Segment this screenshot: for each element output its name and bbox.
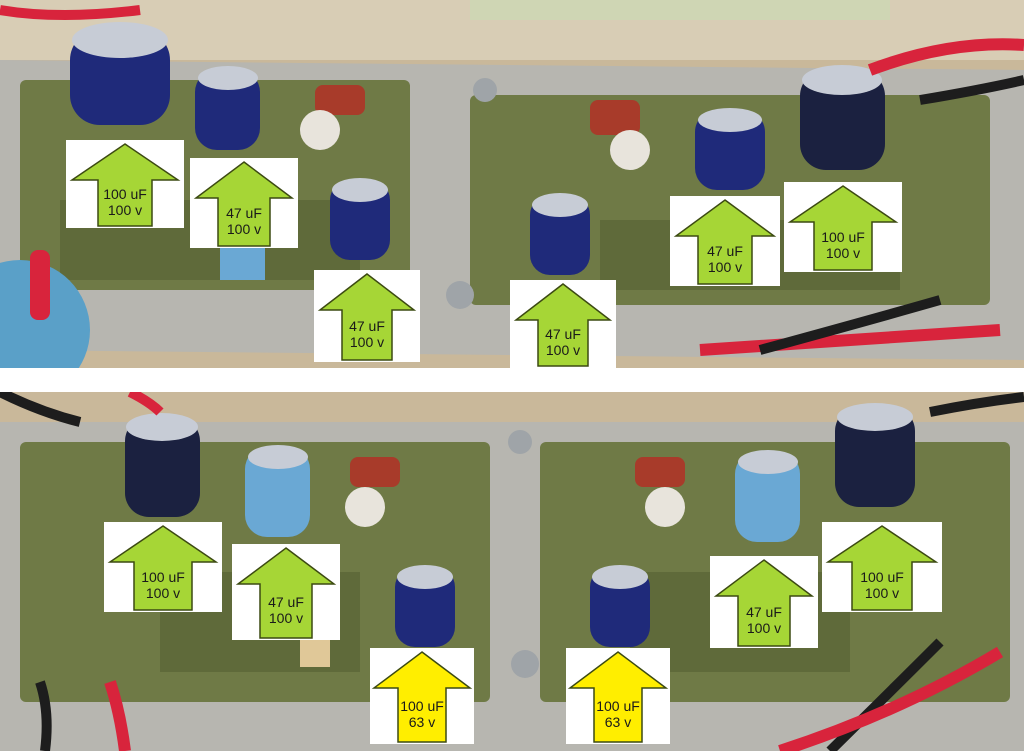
- callout-voltage: 100 v: [707, 258, 743, 275]
- callout-value: 47 uF: [268, 593, 304, 610]
- callout-bottom-3: 100 uF 63 v: [370, 648, 474, 744]
- callout-value: 100 uF: [400, 697, 444, 714]
- callout-bottom-6: 100 uF 100 v: [822, 522, 942, 612]
- up-arrow-icon: [107, 525, 219, 611]
- up-arrow-icon: [567, 651, 669, 743]
- callout-voltage: 100 v: [349, 333, 385, 350]
- up-arrow-icon: [371, 651, 473, 743]
- callout-voltage: 100 v: [864, 584, 900, 601]
- callout-voltage: 100 v: [746, 619, 782, 636]
- up-arrow-icon: [513, 283, 613, 367]
- callout-voltage: 100 v: [145, 584, 181, 601]
- callout-bottom-4: 100 uF 63 v: [566, 648, 670, 744]
- callout-top-6: 100 uF 100 v: [784, 182, 902, 272]
- callout-bottom-2: 47 uF 100 v: [232, 544, 340, 640]
- callout-value: 100 uF: [821, 228, 865, 245]
- up-arrow-icon: [235, 547, 337, 639]
- callout-voltage: 100 v: [545, 341, 581, 358]
- callout-top-5: 47 uF 100 v: [670, 196, 780, 286]
- callout-top-4: 47 uF 100 v: [510, 280, 616, 368]
- callout-voltage: 100 v: [825, 244, 861, 261]
- callout-value: 100 uF: [103, 185, 147, 202]
- callout-voltage: 63 v: [604, 713, 632, 730]
- up-arrow-icon: [673, 199, 777, 285]
- callout-voltage: 100 v: [107, 201, 143, 218]
- callout-top-3: 47 uF 100 v: [314, 270, 420, 362]
- callout-voltage: 100 v: [268, 609, 304, 626]
- up-arrow-icon: [69, 143, 181, 227]
- callout-bottom-1: 100 uF 100 v: [104, 522, 222, 612]
- callout-value: 47 uF: [746, 603, 782, 620]
- up-arrow-icon: [787, 185, 899, 271]
- callout-voltage: 63 v: [408, 713, 436, 730]
- up-arrow-icon: [317, 273, 417, 361]
- callout-value: 100 uF: [141, 568, 185, 585]
- callout-value: 100 uF: [596, 697, 640, 714]
- callout-value: 100 uF: [860, 568, 904, 585]
- up-arrow-icon: [825, 525, 939, 611]
- callout-voltage: 100 v: [226, 220, 262, 237]
- callout-top-1: 100 uF 100 v: [66, 140, 184, 228]
- callout-value: 47 uF: [349, 317, 385, 334]
- callout-value: 47 uF: [545, 325, 581, 342]
- callout-top-2: 47 uF 100 v: [190, 158, 298, 248]
- callout-bottom-5: 47 uF 100 v: [710, 556, 818, 648]
- callout-value: 47 uF: [707, 242, 743, 259]
- up-arrow-icon: [713, 559, 815, 647]
- callout-value: 47 uF: [226, 204, 262, 221]
- up-arrow-icon: [193, 161, 295, 247]
